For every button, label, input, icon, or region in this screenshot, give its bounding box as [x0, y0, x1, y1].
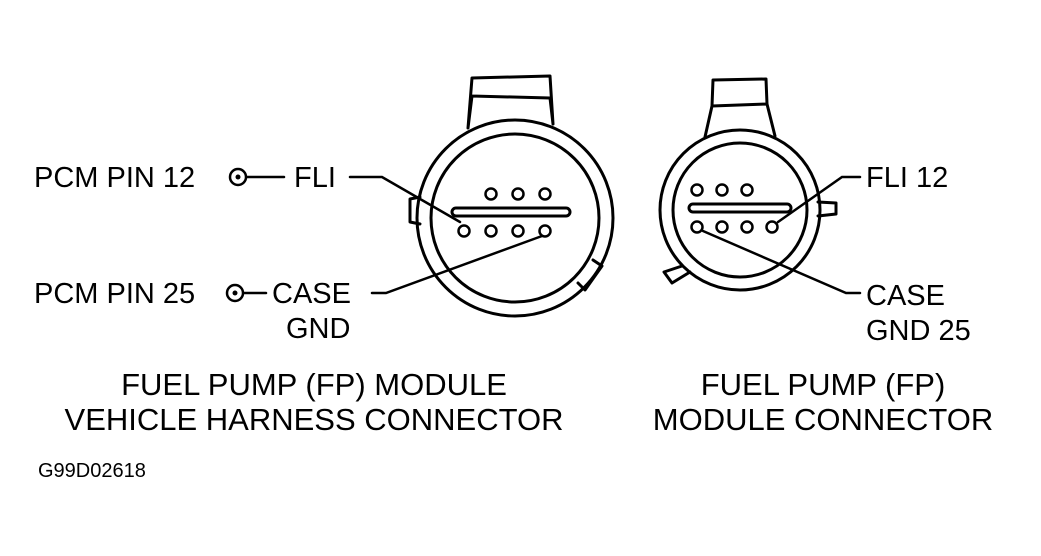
left-pin — [484, 187, 498, 201]
right-pin — [740, 220, 754, 234]
figure-id: G99D02618 — [38, 460, 146, 482]
right-pin — [715, 220, 729, 234]
right-connector-outer-ring — [658, 128, 822, 292]
left-pin — [511, 224, 525, 238]
left-connector-latch — [466, 74, 555, 130]
fli-12-label: FLI 12 — [866, 162, 948, 194]
right-pin — [690, 220, 704, 234]
right-connector-bar — [687, 202, 793, 214]
right-pin — [690, 183, 704, 197]
left-pin — [457, 224, 471, 238]
left-connector-bar — [450, 206, 572, 218]
pcm-pin-25-label: PCM PIN 25 — [34, 278, 195, 310]
right-connector-key — [662, 264, 692, 285]
gnd-label: GND — [286, 313, 350, 345]
right-connector-right-tab — [816, 200, 838, 218]
case-gnd-25-leader-line — [701, 229, 862, 295]
left-pin — [538, 224, 552, 238]
right-pin — [715, 183, 729, 197]
left-connector-outer-ring — [415, 118, 615, 318]
right-connector-inner-ring — [671, 141, 809, 279]
right-pin — [740, 183, 754, 197]
right-caption-line2: MODULE CONNECTOR — [653, 402, 993, 437]
fli-leader-line — [348, 175, 462, 224]
left-leaders — [225, 167, 544, 303]
gnd-25-label: GND 25 — [866, 315, 971, 347]
case-gnd-leader-line — [370, 234, 544, 295]
left-connector-inner-ring — [429, 132, 601, 304]
left-caption-line1: FUEL PUMP (FP) MODULE — [121, 367, 507, 402]
case-label-right: CASE — [866, 280, 945, 312]
left-caption-line2: VEHICLE HARNESS CONNECTOR — [65, 402, 564, 437]
left-connector-key — [576, 258, 604, 292]
right-connector-latch — [703, 77, 777, 139]
fli-label: FLI — [294, 162, 336, 194]
left-connector-left-tab — [408, 195, 422, 226]
right-connector — [658, 77, 838, 292]
left-connector — [408, 74, 615, 318]
left-pin — [538, 187, 552, 201]
case-label: CASE — [272, 278, 351, 310]
left-pin — [484, 224, 498, 238]
right-caption-line1: FUEL PUMP (FP) — [701, 367, 946, 402]
pcm-pin-12-label: PCM PIN 12 — [34, 162, 195, 194]
left-pin — [511, 187, 525, 201]
right-pin — [765, 220, 779, 234]
fli-12-leader-line — [776, 175, 862, 224]
right-leaders — [701, 175, 862, 295]
